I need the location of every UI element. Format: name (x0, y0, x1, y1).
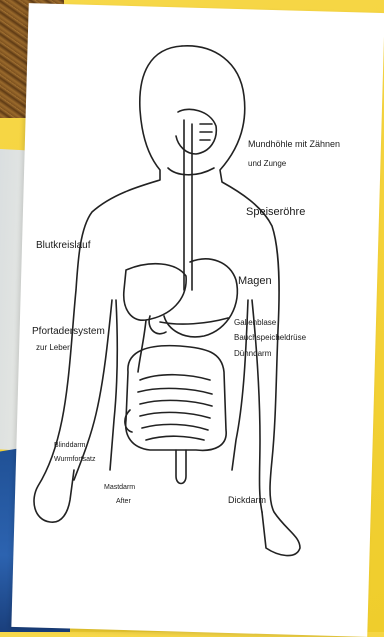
label-mouth: Mundhöhle mit Zähnen (248, 140, 340, 149)
neck-line (168, 168, 214, 175)
label-pancreas: Bauchspeicheldrüse (234, 334, 306, 342)
label-portal-system: Pfortadersystem (32, 327, 105, 337)
label-gallbladder: Gallenblase (234, 319, 276, 327)
small-intestine-coils (138, 375, 212, 440)
esophagus-tube (184, 120, 192, 290)
label-anus: After (116, 498, 131, 505)
pancreas-shape (160, 318, 228, 324)
arm-inner-right (252, 300, 262, 512)
label-rectum: Mastdarm (104, 484, 135, 491)
portal-vein (138, 320, 146, 372)
label-blood-circulation: Blutkreislauf (36, 241, 90, 251)
stomach-outline (164, 259, 237, 337)
label-esophagus: Speiseröhre (246, 207, 305, 218)
label-to-liver: zur Leber (36, 344, 70, 352)
colon-loop (126, 346, 226, 451)
label-duodenum: Dünndarm (234, 350, 271, 358)
label-appendix: Blinddarm (54, 442, 86, 449)
label-colon: Dickdarm (228, 496, 266, 505)
liver-outline (124, 264, 186, 320)
body-outline-right (182, 46, 300, 556)
label-stomach: Magen (238, 276, 272, 287)
label-mouth-tongue: und Zunge (248, 160, 286, 168)
teeth (200, 124, 212, 140)
rectum-shape (176, 450, 186, 484)
label-vermiform: Wurmfortsatz (54, 456, 96, 463)
torso-inner-left (110, 300, 117, 470)
